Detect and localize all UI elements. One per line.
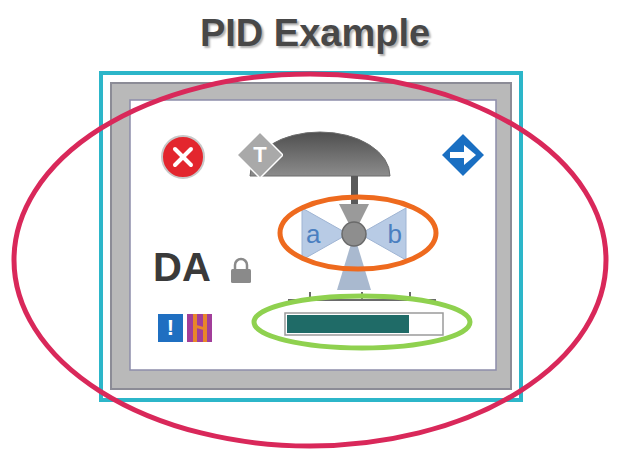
highlight-ellipse: [280, 197, 436, 269]
node-text: a: [306, 221, 320, 247]
output-bar: [285, 313, 443, 335]
gray-frame: [111, 83, 511, 389]
lock-icon: [231, 259, 251, 283]
highlight-ellipse: [14, 74, 606, 446]
mode-label: DA: [153, 247, 211, 287]
valve-port: b: [360, 208, 406, 260]
node-text: b: [388, 221, 402, 247]
status-icon: [187, 314, 212, 342]
highlight-ellipse: [254, 296, 470, 348]
valve-port: a: [302, 208, 348, 260]
direction-icon: [441, 133, 485, 177]
node-text: T: [253, 144, 266, 166]
outer-frame: [101, 73, 521, 400]
alarm-box: !: [158, 314, 183, 342]
error-icon: [162, 136, 204, 178]
node-text: !: [167, 317, 174, 339]
white-panel: [130, 100, 496, 370]
trend-diamond: T: [237, 132, 283, 178]
diamond-shape: [237, 132, 283, 178]
title: PID Example: [0, 14, 630, 52]
